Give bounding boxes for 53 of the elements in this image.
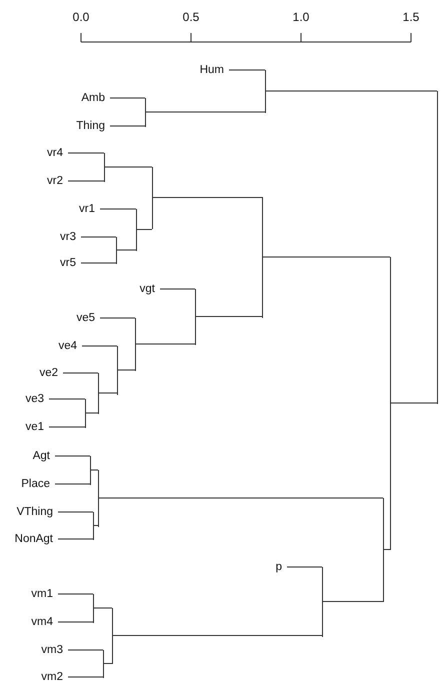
dendrogram-branch	[112, 635, 322, 636]
dendrogram-branch	[68, 152, 104, 154]
dendrogram-branch	[68, 676, 104, 678]
dendrogram-branch	[98, 392, 118, 394]
dendrogram-branch	[136, 229, 152, 230]
dendrogram-branch	[48, 398, 86, 400]
leaf-label: ve3	[25, 392, 49, 406]
dendrogram-branch	[58, 538, 94, 540]
leaf-label: NonAgt	[14, 532, 58, 546]
dendrogram-branch	[62, 372, 98, 374]
dendrogram-branch	[322, 601, 384, 602]
scale-tick-label: 1.5	[402, 10, 420, 24]
scale-tick-label: 0.5	[182, 10, 200, 24]
dendrogram-branch	[48, 426, 86, 428]
leaf-label: Amb	[81, 91, 110, 105]
leaf-label: vr1	[79, 202, 100, 216]
leaf-label: vm3	[41, 643, 68, 657]
dendrogram-branch	[104, 663, 112, 664]
leaf-label: Place	[21, 477, 55, 491]
scale-tick-label: 1.0	[292, 10, 310, 24]
dendrogram-branch	[104, 166, 152, 168]
leaf-label: vr3	[60, 230, 81, 244]
leaf-label: VThing	[16, 505, 58, 519]
dendrogram-branch	[152, 197, 262, 198]
dendrogram-branch	[384, 549, 390, 550]
leaf-label: Hum	[200, 63, 229, 77]
leaf-label: ve2	[39, 366, 63, 380]
leaf-label: ve4	[58, 339, 82, 353]
dendrogram-branch	[80, 262, 116, 264]
leaf-label: vgt	[140, 282, 160, 296]
leaf-label: vm2	[41, 670, 68, 684]
leaf-label: Thing	[76, 119, 110, 133]
dendrogram-branch	[100, 208, 136, 210]
dendrogram-branch	[160, 288, 196, 290]
leaf-label: vm4	[31, 615, 58, 629]
dendrogram-branch	[286, 566, 322, 568]
leaf-label: vm1	[31, 587, 58, 601]
leaf-label: ve1	[25, 420, 49, 434]
leaf-label: p	[276, 560, 287, 574]
leaf-label: vr4	[47, 146, 68, 160]
leaf-label: Agt	[32, 449, 55, 463]
dendrogram-branch	[262, 256, 390, 258]
dendrogram-branch	[68, 180, 104, 182]
dendrogram-branch	[390, 402, 438, 404]
leaf-label: vr5	[60, 256, 81, 270]
dendrogram-branch	[94, 525, 98, 526]
dendrogram-branch	[86, 412, 98, 414]
scale-tick-label: 0.0	[72, 10, 90, 24]
dendrogram-branch	[80, 236, 116, 238]
leaf-label: vr2	[47, 174, 68, 188]
dendrogram-branch	[196, 316, 262, 317]
dendrogram-branch	[266, 90, 438, 92]
leaf-label: ve5	[76, 311, 100, 325]
